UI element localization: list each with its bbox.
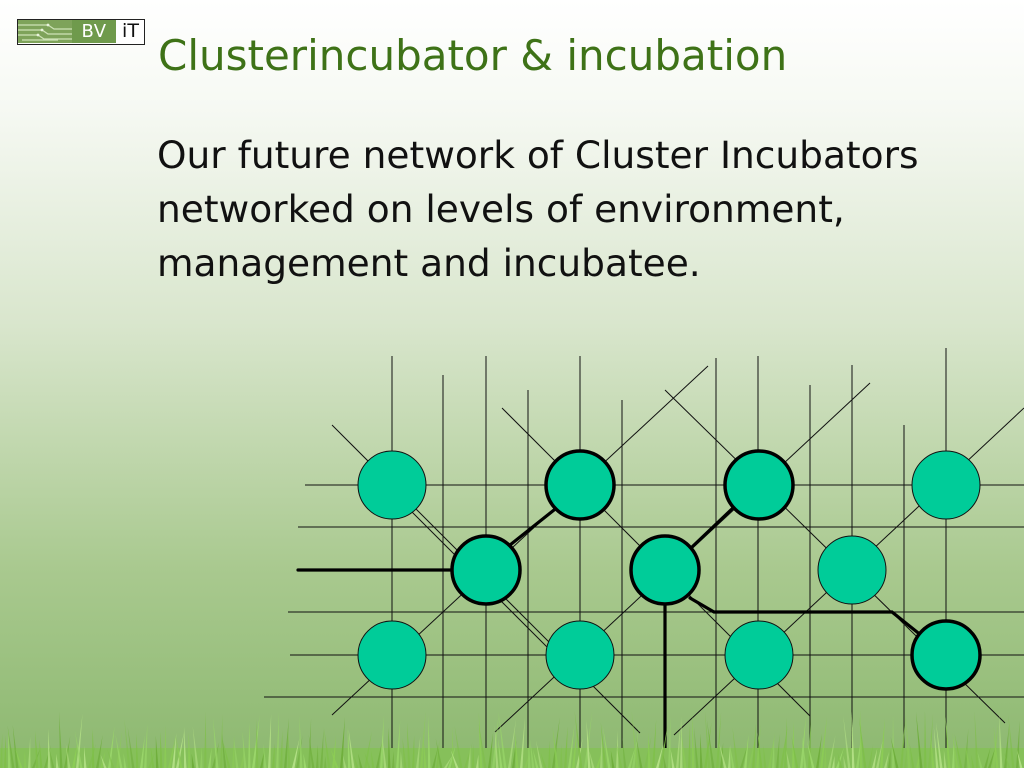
- slide-body-text: Our future network of Cluster Incubators…: [157, 133, 919, 285]
- logo-it-text: iT: [122, 20, 139, 42]
- node-highlighted: [910, 619, 982, 691]
- slide-title: Clusterincubator & incubation: [158, 31, 788, 80]
- node-highlighted: [629, 534, 701, 606]
- cluster-nodes: [357, 449, 982, 691]
- grass-blades: [0, 710, 1023, 768]
- node: [911, 450, 981, 520]
- bvit-logo: BV iT: [17, 19, 145, 45]
- grass-decoration: [0, 710, 1024, 768]
- node-highlighted: [723, 449, 795, 521]
- node: [545, 620, 615, 690]
- node: [817, 535, 887, 605]
- node-highlighted: [450, 534, 522, 606]
- node-highlighted: [544, 449, 616, 521]
- node: [724, 620, 794, 690]
- logo-bv-text: BV: [72, 20, 116, 43]
- highlighted-links: [296, 506, 924, 757]
- node: [357, 450, 427, 520]
- node: [357, 620, 427, 690]
